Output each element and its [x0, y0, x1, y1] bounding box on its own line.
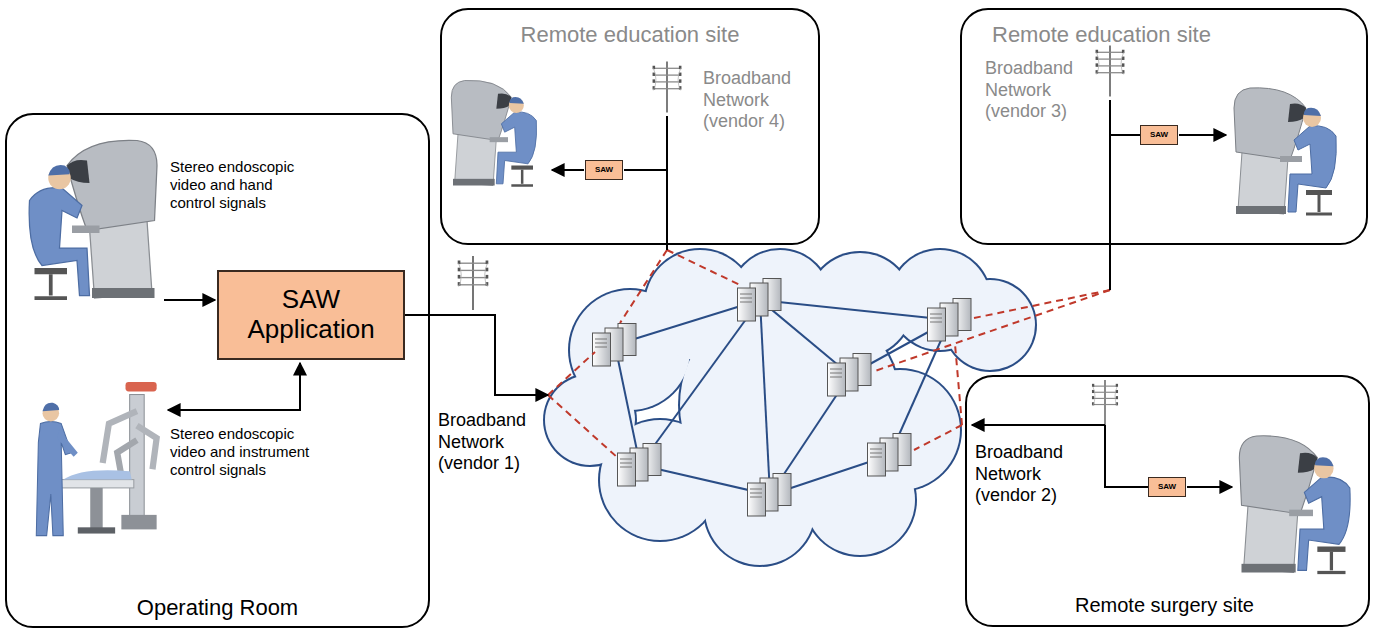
antenna-icon	[1092, 380, 1118, 426]
antenna-icon	[1096, 46, 1125, 97]
site-title: Operating Room	[7, 595, 428, 620]
antenna-icon	[458, 256, 489, 310]
signal-wires	[164, 100, 1232, 487]
server-icon	[618, 444, 662, 487]
illustrations	[29, 46, 1350, 573]
network-cloud	[543, 248, 1037, 567]
saw-box: SAW	[585, 160, 623, 180]
network-label: Broadband Network (vendor 4)	[703, 68, 803, 133]
access-dashed-lines	[548, 250, 1110, 458]
surgeon-console	[1239, 436, 1350, 573]
network-label: Broadband Network (vendor 3)	[985, 58, 1085, 123]
server-icons	[593, 279, 972, 517]
saw-application-box: SAW Application	[217, 270, 405, 360]
antenna-icon	[653, 62, 682, 113]
box-label: SAW Application	[219, 285, 403, 345]
server-icon	[828, 354, 872, 397]
site-title: Remote surgery site	[1075, 594, 1254, 617]
server-icon	[748, 474, 792, 517]
site-box: Remote education siteSAW	[960, 8, 1368, 245]
saw-box: SAW	[1148, 477, 1186, 497]
box-label: SAW	[1158, 483, 1176, 491]
server-icon	[868, 434, 912, 477]
surgeon-console	[451, 80, 536, 185]
network-label: Broadband Network (vendor 2)	[975, 442, 1095, 507]
site-title: Remote education site	[442, 22, 818, 47]
signal-label: Stereo endoscopic video and instrument c…	[170, 425, 330, 479]
patient-side-robot	[36, 382, 156, 536]
server-icon	[738, 279, 782, 322]
server-icon	[593, 324, 637, 367]
box-label: SAW	[1150, 131, 1168, 139]
network-links	[615, 300, 950, 495]
signal-label: Stereo endoscopic video and hand control…	[170, 158, 320, 212]
site-title: Remote education site	[992, 22, 1211, 47]
server-icon	[928, 299, 972, 342]
saw-box: SAW	[1140, 125, 1178, 145]
network-label: Broadband Network (vendor 1)	[438, 410, 534, 475]
surgeon-console	[1234, 88, 1336, 214]
surgeon-console	[29, 140, 157, 298]
box-label: SAW	[595, 166, 613, 174]
